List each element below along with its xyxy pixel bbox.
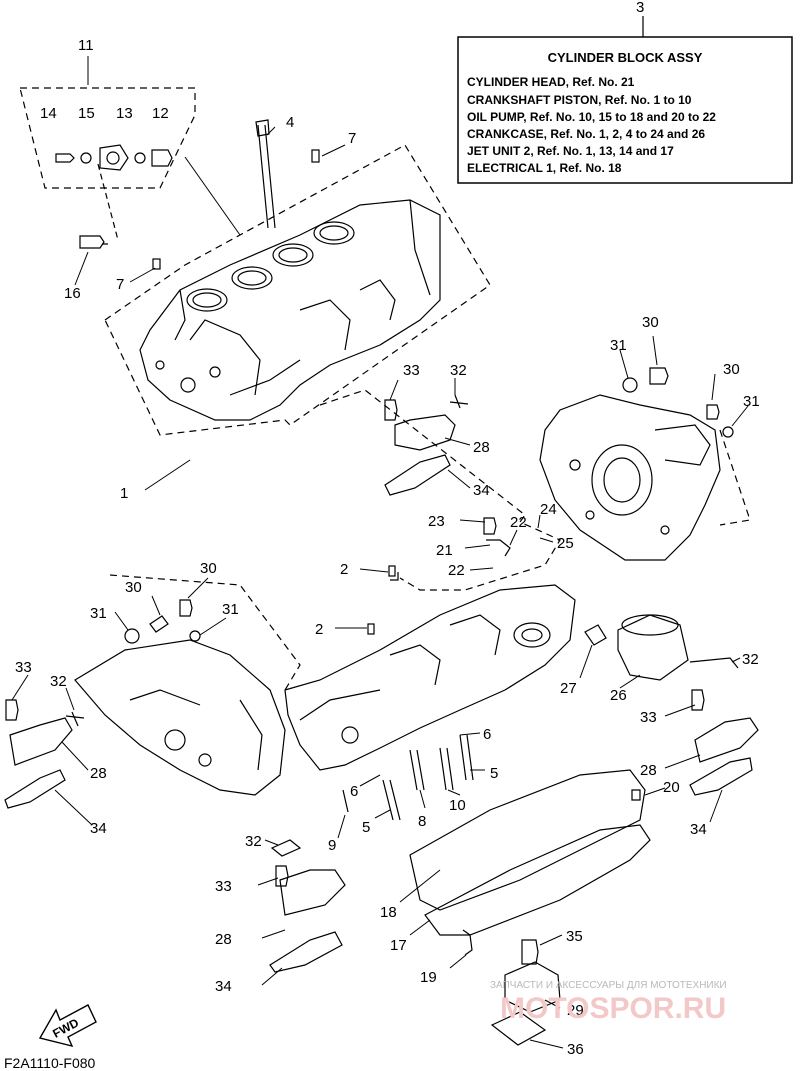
ref-3: 3 <box>636 0 644 16</box>
box-line-4: CRANKCASE, Ref. No. 1, 2, 4 to 24 and 26 <box>467 127 705 141</box>
ref-35: 35 <box>566 928 583 945</box>
ref-7-top: 7 <box>348 130 356 147</box>
ref-34-upper: 34 <box>473 482 490 499</box>
diagram-code: F2A1110-F080 <box>4 1055 96 1071</box>
ref-15: 15 <box>78 105 95 122</box>
ref-30-top: 30 <box>642 314 659 331</box>
ref-32-right: 32 <box>742 651 759 668</box>
ref-33-bottom: 33 <box>215 878 232 895</box>
box-line-2: CRANKSHAFT PISTON, Ref. No. 1 to 10 <box>467 93 692 107</box>
ref-33-left: 33 <box>15 659 32 676</box>
ref-30-right: 30 <box>723 361 740 378</box>
box-title: CYLINDER BLOCK ASSY <box>548 50 703 65</box>
ref-8: 8 <box>418 813 426 830</box>
ref-14: 14 <box>40 105 57 122</box>
box-line-6: ELECTRICAL 1, Ref. No. 18 <box>467 161 622 175</box>
ref-34-right: 34 <box>690 821 707 838</box>
ref-27: 27 <box>560 680 577 697</box>
rear-cover <box>539 367 734 561</box>
front-cover <box>74 599 286 796</box>
ref-28-upper: 28 <box>473 439 490 456</box>
ref-1: 1 <box>120 485 128 502</box>
ref-2-lower: 2 <box>315 621 323 638</box>
box-line-3: OIL PUMP, Ref. No. 10, 15 to 18 and 20 t… <box>467 110 716 124</box>
ref-12: 12 <box>152 105 169 122</box>
ref-23: 23 <box>428 513 445 530</box>
ref-22-top: 22 <box>510 514 527 531</box>
ref-33-right: 33 <box>640 709 657 726</box>
ref-6-left: 6 <box>350 783 358 800</box>
fwd-label: FWD <box>50 1015 81 1040</box>
bracket-group-11 <box>19 87 196 189</box>
watermark-brand: MOTOSPOR.RU <box>500 992 726 1025</box>
ref-24: 24 <box>540 501 557 518</box>
ref-30-left: 30 <box>125 579 142 596</box>
ref-5-left: 5 <box>362 819 370 836</box>
ref-5-right: 5 <box>490 765 498 782</box>
fitting-parts-12-16 <box>55 144 173 249</box>
ref-31-left-right: 31 <box>222 601 239 618</box>
watermark-tagline: ЗАПЧАСТИ И АКСЕССУАРЫ ДЛЯ МОТОТЕХНИКИ <box>490 980 727 991</box>
box-line-5: JET UNIT 2, Ref. No. 1, 13, 14 and 17 <box>467 144 674 158</box>
ref-32-left: 32 <box>50 673 67 690</box>
ref-16: 16 <box>64 285 81 302</box>
ref-31-left: 31 <box>90 605 107 622</box>
ref-31-right: 31 <box>743 393 760 410</box>
crankcase <box>284 517 576 771</box>
reference-numbers: 3 11 14 15 13 12 16 4 7 7 1 33 32 28 34 … <box>15 0 760 1058</box>
assy-box-text: CYLINDER BLOCK ASSY CYLINDER HEAD, Ref. … <box>467 50 716 175</box>
ref-4: 4 <box>286 114 294 131</box>
ref-32-upper: 32 <box>450 362 467 379</box>
ref-22-bottom: 22 <box>448 562 465 579</box>
ref-9: 9 <box>328 837 336 854</box>
ref-28-bottom: 28 <box>215 931 232 948</box>
ref-13: 13 <box>116 105 133 122</box>
ref-2-upper: 2 <box>340 561 348 578</box>
oil-pan <box>409 769 651 936</box>
block-group-outline <box>104 144 491 436</box>
ref-18: 18 <box>380 904 397 921</box>
ref-21: 21 <box>436 542 453 559</box>
ref-25: 25 <box>557 535 574 552</box>
cylinder-block <box>139 119 441 421</box>
ref-28-left: 28 <box>90 765 107 782</box>
ref-20: 20 <box>663 779 680 796</box>
leader-lines <box>11 56 749 1049</box>
ref-33-upper: 33 <box>403 362 420 379</box>
cylinder-block-assy-box <box>457 36 793 184</box>
ref-17: 17 <box>390 937 407 954</box>
ref-11: 11 <box>78 37 94 54</box>
ref-31-top: 31 <box>610 337 627 354</box>
ref-36: 36 <box>567 1041 584 1058</box>
ref-6-right: 6 <box>483 726 491 743</box>
ref-32-bottom: 32 <box>245 833 262 850</box>
ref-34-left: 34 <box>90 820 107 837</box>
ref-34-bottom: 34 <box>215 978 232 995</box>
ref-19: 19 <box>420 969 437 986</box>
box-line-1: CYLINDER HEAD, Ref. No. 21 <box>467 75 635 89</box>
ref-29: 29 <box>567 1002 584 1019</box>
ref-26: 26 <box>610 687 627 704</box>
ref-30-left-right: 30 <box>200 560 217 577</box>
oil-filter <box>617 614 689 681</box>
ref-7-left: 7 <box>116 276 124 293</box>
watermark: ЗАПЧАСТИ И АКСЕССУАРЫ ДЛЯ МОТОТЕХНИКИ MO… <box>490 980 727 1025</box>
ref-28-right: 28 <box>640 762 657 779</box>
fwd-arrow-icon <box>38 1004 97 1048</box>
ref-10: 10 <box>449 797 466 814</box>
